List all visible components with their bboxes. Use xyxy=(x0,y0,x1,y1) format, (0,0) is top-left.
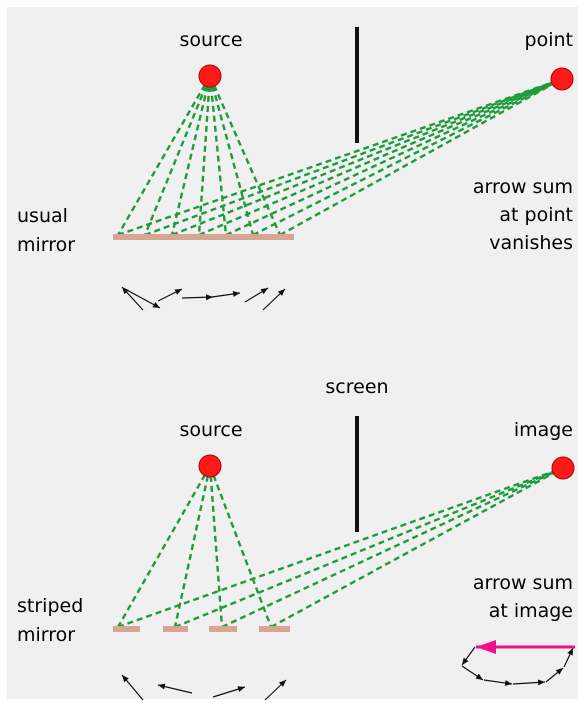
bottom-screen-label: screen xyxy=(325,376,388,398)
light-ray xyxy=(143,75,212,236)
light-ray xyxy=(117,466,564,629)
striped-mirror-segment-4 xyxy=(259,626,290,632)
bottom-light-rays xyxy=(116,465,564,629)
phase-arrow xyxy=(157,288,183,302)
top-note-line2: at point xyxy=(499,204,573,226)
phase-arrow xyxy=(262,288,286,311)
light-ray xyxy=(270,466,564,629)
bottom-note-line2: at image xyxy=(489,600,573,622)
light-ray xyxy=(173,465,212,628)
bottom-phase-arrows xyxy=(121,674,287,701)
light-ray xyxy=(171,77,563,237)
top-mirror-label-line1: usual xyxy=(17,205,68,227)
loop-arrow xyxy=(461,646,476,666)
bottom-image-label: image xyxy=(514,419,573,441)
light-ray xyxy=(225,77,563,237)
top-usual-mirror xyxy=(113,234,294,240)
light-ray xyxy=(208,465,273,628)
light-ray xyxy=(208,75,282,236)
light-ray xyxy=(170,75,212,236)
bottom-source-dot xyxy=(198,454,222,478)
light-ray xyxy=(279,77,563,237)
top-point-dot xyxy=(550,67,574,91)
bottom-image-dot xyxy=(551,456,575,480)
top-phase-arrows xyxy=(121,286,286,311)
loop-arrow xyxy=(512,679,546,686)
phase-arrow xyxy=(157,683,193,694)
phase-arrow xyxy=(124,288,161,309)
bottom-mirror-label-line1: striped xyxy=(17,595,83,617)
loop-arrow xyxy=(545,667,564,683)
phase-arrow xyxy=(264,679,287,701)
phase-arrow xyxy=(121,286,144,311)
top-point-label: point xyxy=(525,29,573,51)
loop-arrow xyxy=(563,647,574,668)
light-ray xyxy=(116,75,212,236)
light-ray xyxy=(198,77,563,237)
phase-arrow xyxy=(212,686,246,698)
bottom-source-label: source xyxy=(179,419,242,441)
light-ray xyxy=(208,465,224,628)
light-ray xyxy=(117,77,563,237)
top-light-rays xyxy=(116,75,563,237)
top-note-line1: arrow sum xyxy=(473,176,573,198)
bottom-mirror-label-line2: mirror xyxy=(17,624,75,646)
loop-arrow xyxy=(483,679,513,686)
striped-mirror-segment-1 xyxy=(113,626,140,632)
light-ray xyxy=(221,466,564,629)
light-ray xyxy=(144,77,563,237)
striped-mirror-segment-2 xyxy=(163,626,188,632)
light-ray xyxy=(197,75,212,236)
striped-mirror-segment-3 xyxy=(209,626,237,632)
phase-arrow xyxy=(181,294,214,301)
light-ray xyxy=(208,75,255,236)
light-ray xyxy=(116,465,212,628)
top-source-dot xyxy=(198,64,222,88)
phase-arrow xyxy=(244,287,269,303)
loop-arrow xyxy=(461,665,484,681)
phase-arrow xyxy=(121,674,144,701)
top-note-line3: vanishes xyxy=(489,232,573,254)
bottom-note-line1: arrow sum xyxy=(473,572,573,594)
light-ray xyxy=(252,77,563,237)
top-mirror-label-line2: mirror xyxy=(17,234,75,256)
top-source-label: source xyxy=(179,29,242,51)
light-ray xyxy=(208,75,228,236)
phase-arrow xyxy=(211,291,241,298)
arrow-sum-loop xyxy=(461,646,574,686)
